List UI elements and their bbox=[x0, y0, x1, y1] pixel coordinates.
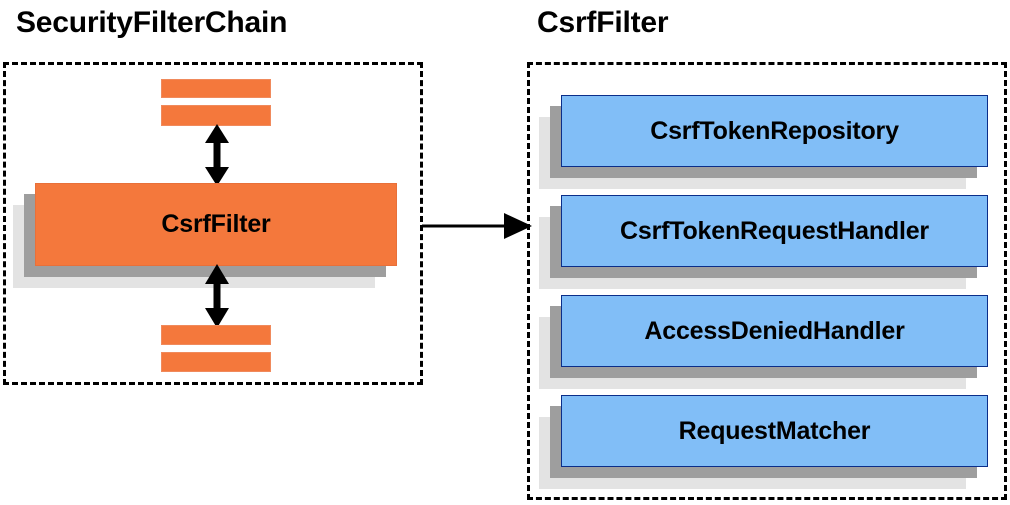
filter-bar-above-2 bbox=[161, 105, 271, 126]
card-face: CsrfFilter bbox=[35, 183, 397, 266]
page-title-csrffilter: CsrfFilter bbox=[537, 6, 669, 39]
double-arrow-above-icon bbox=[205, 124, 229, 186]
page-title-securityfilterchain: SecurityFilterChain bbox=[16, 6, 288, 39]
csrffilter-filter-label: CsrfFilter bbox=[161, 210, 271, 238]
filter-bar-below-2 bbox=[161, 352, 271, 372]
collaborator-card-csrftokenrepository[interactable]: CsrfTokenRepository bbox=[539, 95, 988, 189]
double-arrow-below-icon bbox=[205, 264, 229, 328]
collaborator-label: AccessDeniedHandler bbox=[644, 316, 905, 345]
collaborator-label: CsrfTokenRequestHandler bbox=[620, 216, 929, 245]
card-face: CsrfTokenRequestHandler bbox=[561, 195, 988, 267]
filter-bar-below-1 bbox=[161, 325, 271, 345]
card-face: CsrfTokenRepository bbox=[561, 95, 988, 167]
csrffilter-detail-panel bbox=[527, 62, 1007, 500]
collaborator-label: RequestMatcher bbox=[678, 416, 871, 445]
collaborator-card-csrftokenrequesthandler[interactable]: CsrfTokenRequestHandler bbox=[539, 195, 988, 289]
card-face: AccessDeniedHandler bbox=[561, 295, 988, 367]
collaborator-card-accessdeniedhandler[interactable]: AccessDeniedHandler bbox=[539, 295, 988, 389]
csrffilter-filter-card[interactable]: CsrfFilter bbox=[13, 183, 397, 288]
collaborator-label: CsrfTokenRepository bbox=[650, 116, 899, 145]
csrffilter-expands-to-arrow-icon bbox=[422, 213, 532, 239]
collaborator-card-requestmatcher[interactable]: RequestMatcher bbox=[539, 395, 988, 489]
card-face: RequestMatcher bbox=[561, 395, 988, 467]
filter-bar-above-1 bbox=[161, 79, 271, 98]
securityfilterchain-panel bbox=[3, 62, 423, 385]
